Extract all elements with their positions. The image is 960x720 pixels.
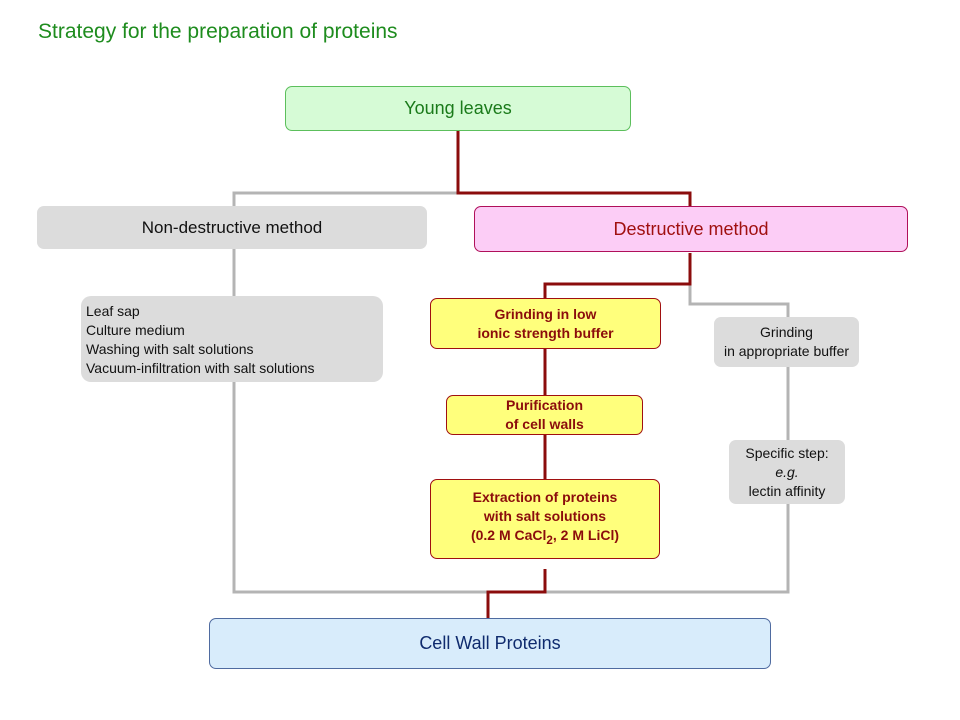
extraction-line-3-pre: (0.2 M CaCl [470, 527, 547, 544]
cell-wall-proteins-label: Cell Wall Proteins [419, 633, 561, 653]
specific-step-line-3: lectin affinity [748, 482, 826, 499]
list-item: Washing with salt solutions [86, 341, 254, 357]
purification-line-2: of cell walls [505, 416, 584, 432]
destructive-method-box: Destructive method [474, 206, 908, 252]
grinding-appropriate-line-1: Grinding [760, 324, 813, 340]
grinding-low-line-1: Grinding in low [494, 305, 597, 322]
young-leaves-box: Young leaves [285, 86, 631, 131]
list-item: Leaf sap [86, 303, 140, 319]
cell-wall-proteins-box: Cell Wall Proteins [209, 618, 771, 669]
non-destructive-options-box: Leaf sap Culture medium Washing with sal… [81, 296, 383, 382]
extraction-line-3-subscript: 2 [546, 533, 553, 547]
young-to-split-connector [456, 131, 692, 206]
list-item: Vacuum-infiltration with salt solutions [86, 360, 315, 376]
non-destructive-method-label: Non-destructive method [141, 217, 323, 237]
grinding-low-buffer-box: Grinding in low ionic strength buffer [430, 298, 661, 349]
extraction-box: Extraction of proteins with salt solutio… [430, 479, 660, 559]
young-leaves-label: Young leaves [404, 98, 512, 118]
grinding-low-line-2: ionic strength buffer [477, 324, 614, 341]
diagram-title: Strategy for the preparation of proteins [38, 20, 398, 43]
extraction-line-2: with salt solutions [483, 508, 607, 525]
extraction-to-proteins-connector [486, 569, 547, 618]
grinding-appropriate-line-2: in appropriate buffer [723, 343, 850, 359]
appropriate-buffer-connector [688, 253, 790, 317]
specific-step-box: Specific step: e.g. lectin affinity [729, 440, 845, 504]
extraction-line-3-post: , 2 M LiCl) [552, 527, 620, 544]
grinding-appropriate-buffer-box: Grinding in appropriate buffer [714, 317, 859, 367]
non-destructive-method-box: Non-destructive method [37, 206, 427, 249]
specific-step-line-1: Specific step: [745, 444, 829, 461]
destructive-to-grinding-connector [543, 253, 692, 298]
destructive-method-label: Destructive method [613, 218, 769, 239]
specific-to-merge-connector [488, 504, 790, 594]
non-destructive-options-list: Leaf sap Culture medium Washing with sal… [86, 302, 315, 378]
purification-line-1: Purification [505, 397, 583, 413]
list-item: Culture medium [86, 322, 185, 338]
specific-step-line-2: e.g. [775, 463, 799, 480]
extraction-line-3: (0.2 M CaCl2, 2 M LiCl) [471, 526, 619, 550]
extraction-line-1: Extraction of proteins [472, 489, 618, 506]
split-to-nondestructive-connector [232, 191, 458, 206]
purification-box: Purification of cell walls [446, 395, 643, 435]
